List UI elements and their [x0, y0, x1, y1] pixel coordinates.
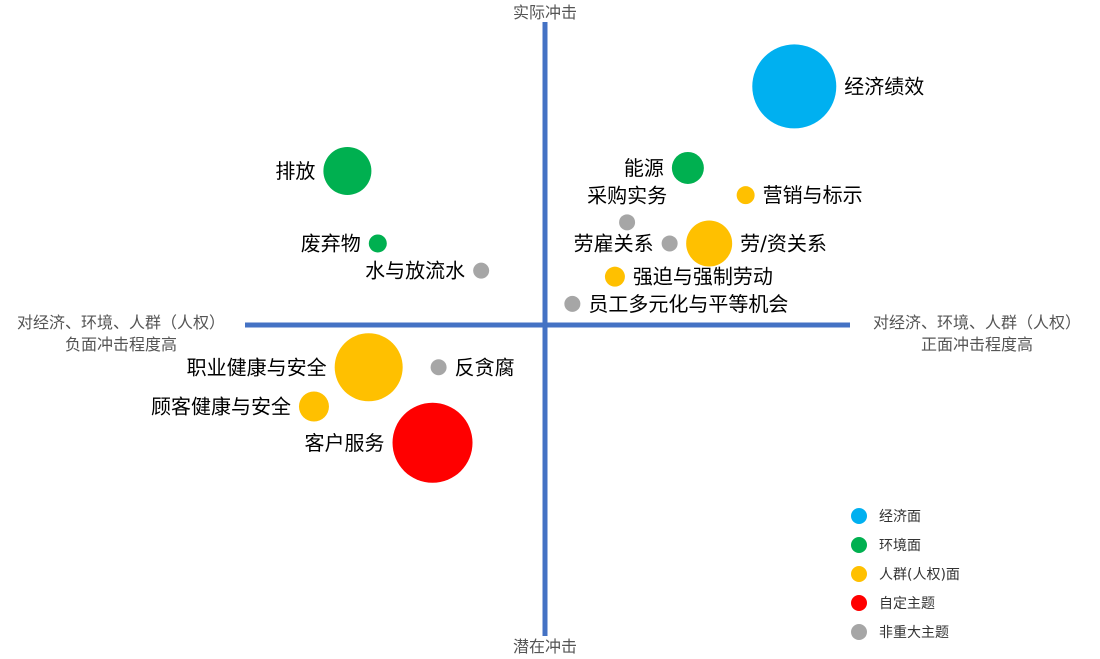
- legend-marker-econ: [851, 508, 867, 524]
- data-point-label-7: 职业健康与安全: [187, 355, 327, 379]
- data-point-8: [298, 391, 329, 422]
- axis-label-right-line2: 正面冲击程度高: [921, 335, 1033, 354]
- data-point-6: [604, 266, 625, 287]
- legend-label-env: 环境面: [879, 538, 921, 554]
- legend-label-econ: 经济面: [879, 509, 921, 525]
- data-point-label-9: 客户服务: [305, 431, 385, 455]
- data-point-label-1: 排放: [275, 159, 315, 183]
- data-point-7: [334, 333, 403, 402]
- data-point-3: [368, 234, 387, 253]
- data-point-0: [752, 44, 837, 129]
- data-point-label-2: 能源: [624, 156, 664, 180]
- data-point-12: [473, 262, 490, 279]
- data-point-label-4: 营销与标示: [763, 183, 863, 207]
- data-point-label-6: 强迫与强制劳动: [633, 265, 773, 289]
- axis-label-left-line2: 负面冲击程度高: [65, 335, 177, 354]
- legend-marker-env: [851, 537, 867, 553]
- legend-label-minor: 非重大主题: [879, 625, 949, 641]
- data-point-label-12: 水与放流水: [365, 259, 465, 283]
- axis-label-right-line1: 对经济、环境、人群（人权）: [873, 313, 1081, 332]
- data-point-label-5: 劳/资关系: [740, 231, 827, 255]
- data-point-label-13: 员工多元化与平等机会: [588, 292, 788, 316]
- data-point-1: [323, 146, 372, 195]
- data-point-10: [619, 214, 636, 231]
- data-point-label-0: 经济绩效: [844, 74, 924, 98]
- data-point-label-8: 顾客健康与安全: [151, 395, 291, 419]
- axis-label-bottom: 潜在冲击: [513, 637, 577, 656]
- legend-label-custom: 自定主题: [879, 596, 935, 612]
- data-point-11: [661, 235, 678, 252]
- legend-marker-minor: [851, 624, 867, 640]
- data-point-5: [686, 220, 733, 267]
- data-point-label-11: 劳雇关系: [574, 231, 654, 255]
- legend-marker-custom: [851, 595, 867, 611]
- data-point-9: [392, 402, 473, 483]
- data-point-label-3: 废弃物: [301, 231, 361, 255]
- axis-label-left-line1: 对经济、环境、人群（人权）: [17, 313, 225, 332]
- data-point-4: [736, 186, 755, 205]
- data-point-label-10: 采购实务: [587, 183, 667, 207]
- data-point-2: [671, 151, 704, 184]
- data-point-13: [564, 295, 581, 312]
- data-point-14: [430, 359, 447, 376]
- legend-label-social: 人群(人权)面: [879, 567, 960, 583]
- data-point-label-14: 反贪腐: [455, 355, 515, 379]
- axis-label-top: 实际冲击: [513, 3, 577, 22]
- legend-marker-social: [851, 566, 867, 582]
